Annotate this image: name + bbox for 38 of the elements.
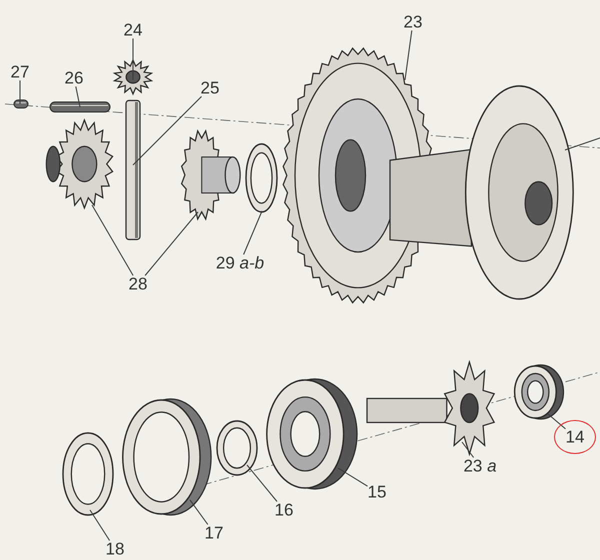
callout-number: 15 (368, 484, 386, 500)
leader-line (338, 468, 368, 487)
leader-line (462, 442, 474, 458)
leader-line (246, 464, 278, 502)
leader-line (564, 138, 600, 150)
callout-number: 23 a (463, 458, 497, 474)
callout-number: 26 (64, 70, 84, 86)
callout-number: 27 (10, 64, 30, 80)
callout-number: 18 (106, 540, 124, 558)
leader-line (548, 414, 566, 430)
leader-line (243, 210, 262, 255)
washer-drawing (216, 420, 258, 476)
pin-drawing (50, 102, 110, 112)
callout-number: 17 (204, 524, 224, 542)
leader-line (144, 212, 198, 276)
shaft-drawing (124, 100, 142, 240)
callout-number: 24 (124, 22, 142, 38)
bevel-gear-drawing (45, 120, 113, 208)
ball-bearing-drawing (512, 364, 564, 420)
leader-line (190, 500, 208, 525)
callout-number: 28 (128, 276, 148, 292)
leader-line (92, 204, 134, 276)
leader-line (90, 510, 110, 541)
callout-number: 16 (274, 502, 294, 518)
pin-drawing (14, 100, 28, 108)
leader-line (404, 30, 412, 80)
seal-ring-drawing (62, 432, 114, 516)
leader-line (132, 96, 202, 166)
bevel-gear-drawing (114, 60, 152, 94)
leader-line (75, 86, 80, 108)
bevel-gear-drawing (180, 130, 242, 220)
washer-drawing (245, 143, 278, 213)
callout-number: 23 (404, 14, 422, 30)
callout-number: 14 (566, 428, 584, 446)
bearing-drawing (120, 398, 212, 516)
callout-number: 29 a-b (216, 254, 264, 272)
callout-number: 25 (200, 80, 220, 96)
leader-line (132, 38, 134, 80)
